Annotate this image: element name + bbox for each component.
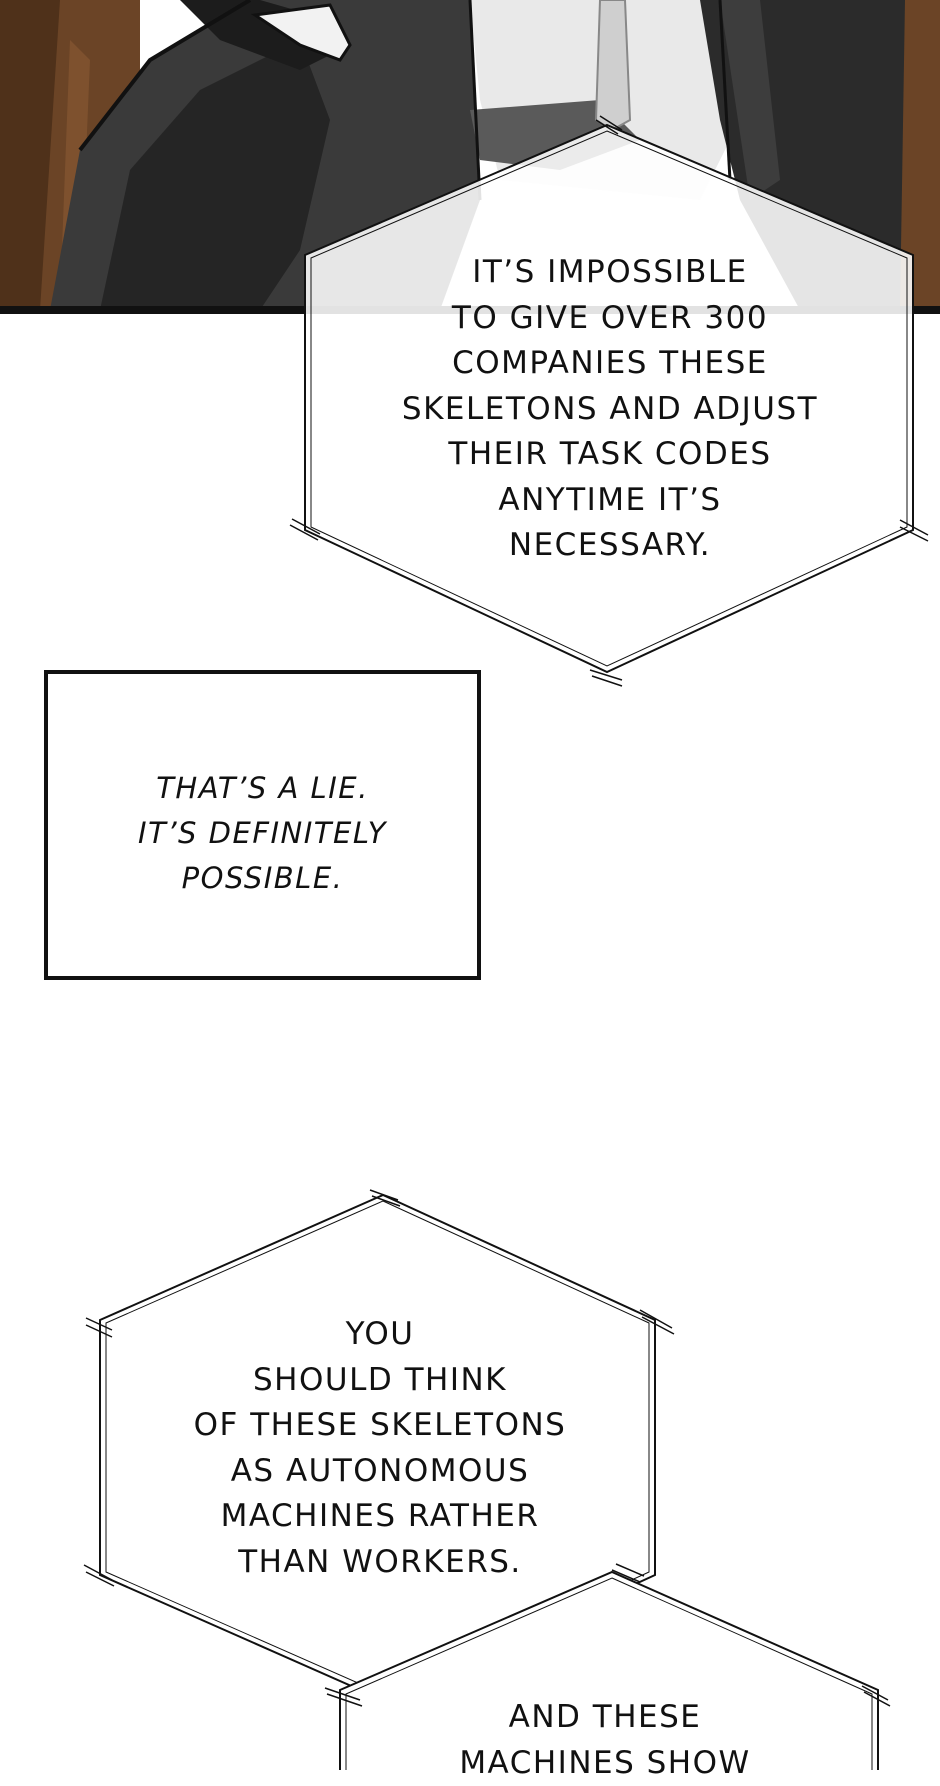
narration-caption-text: THAT’S A LIE. IT’S DEFINITELY POSSIBLE. xyxy=(138,771,387,895)
speech-bubble-2-shape xyxy=(83,1189,675,1702)
speech-bubble-3-text: AND THESE MACHINES SHOW xyxy=(459,1699,751,1781)
speech-bubble-2-text: YOU SHOULD THINK OF THESE SKELETONS AS A… xyxy=(193,1316,567,1580)
narration-caption-box: THAT’S A LIE. IT’S DEFINITELY POSSIBLE. xyxy=(44,670,481,980)
speech-bubble-3-shape xyxy=(324,1563,891,1770)
speech-bubble-1-shape xyxy=(289,115,929,687)
speech-bubble-1-text: IT’S IMPOSSIBLE TO GIVE OVER 300 COMPANI… xyxy=(401,254,819,563)
